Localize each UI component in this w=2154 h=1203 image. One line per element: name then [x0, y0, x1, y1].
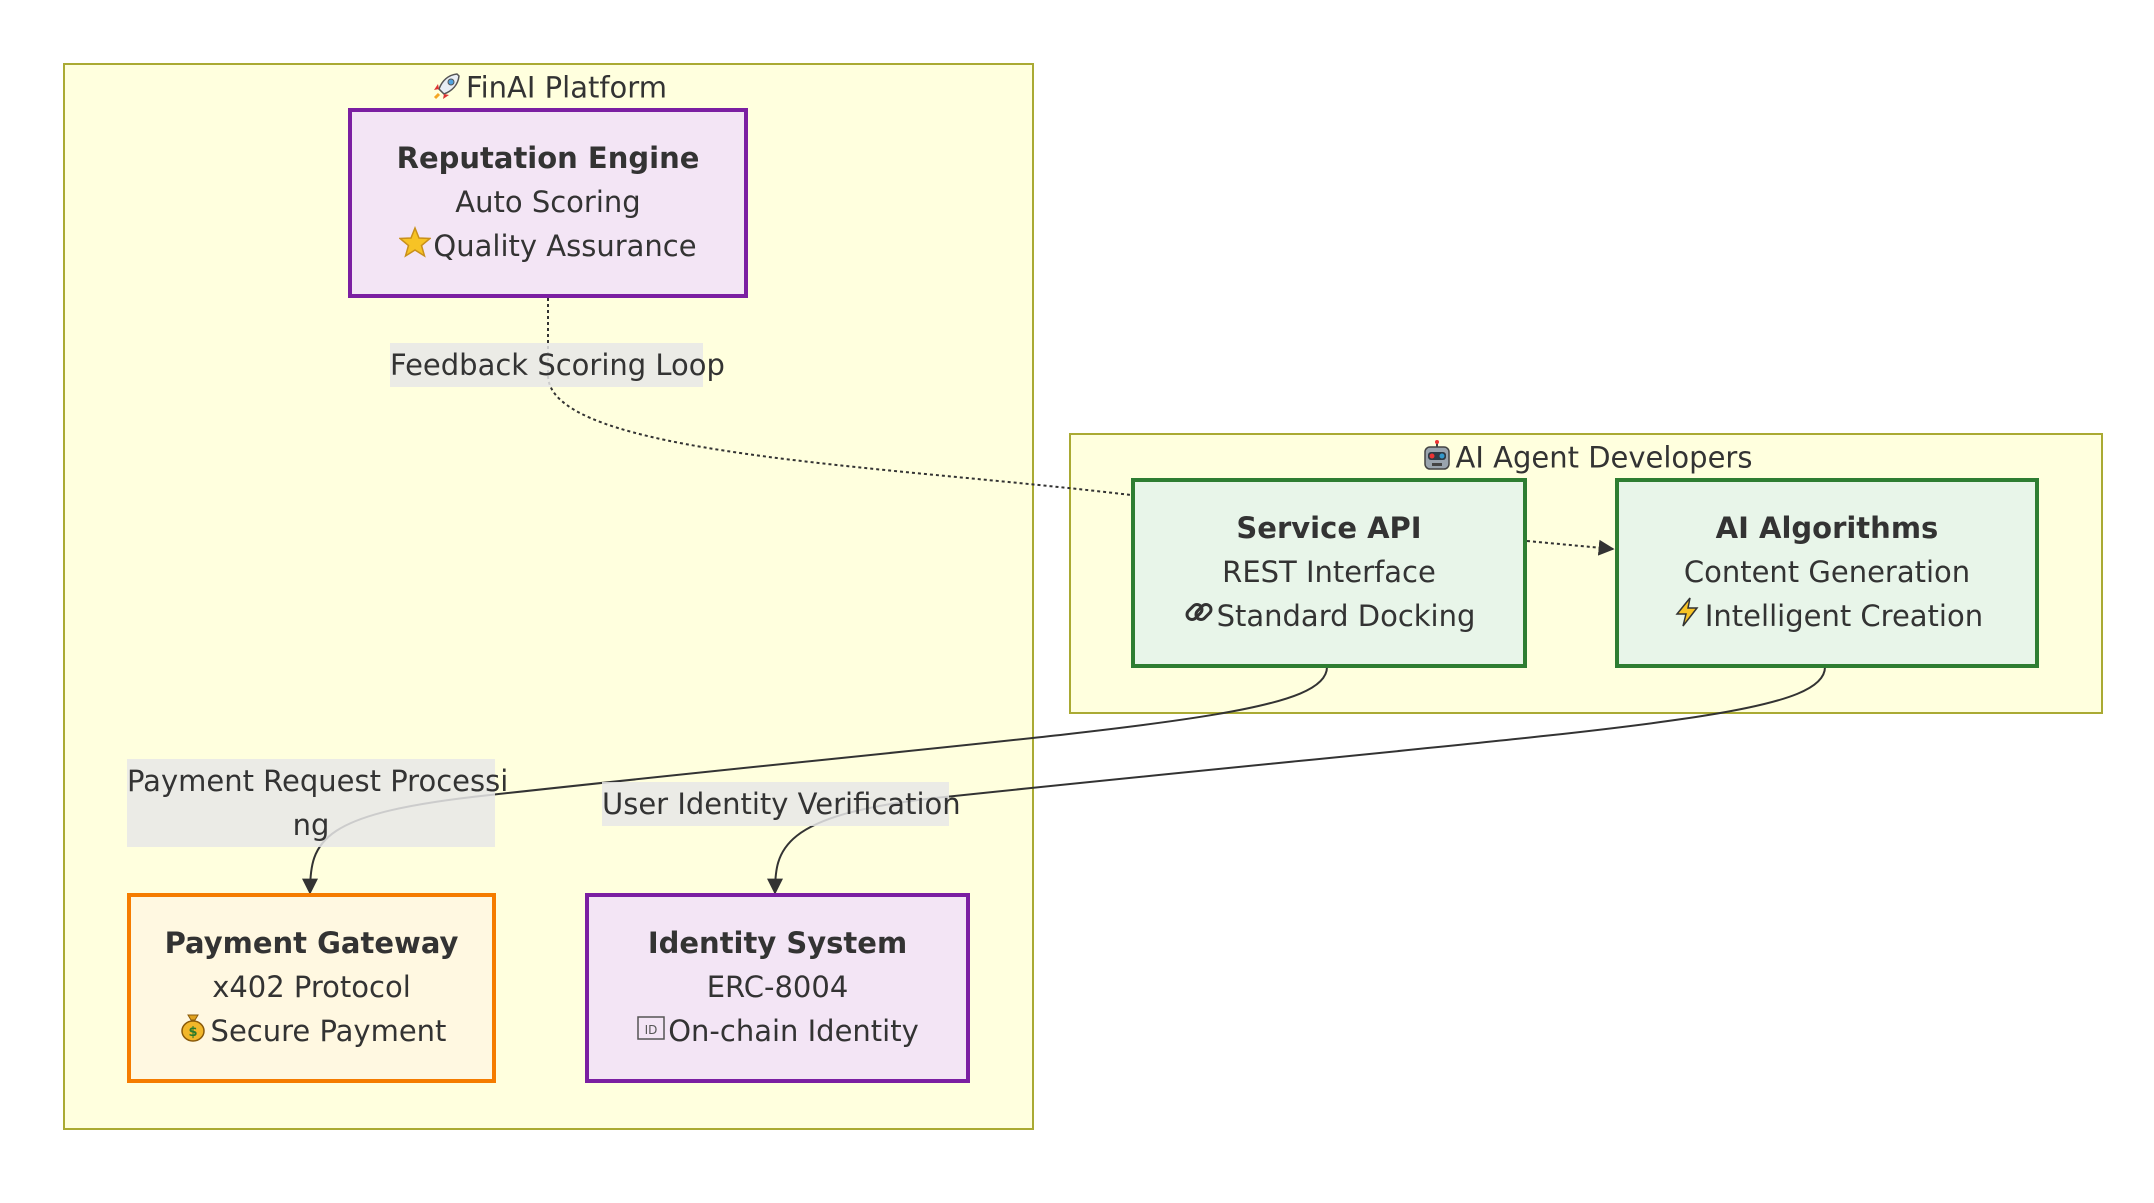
cluster-title-ai-agent-developers: AI Agent Developers: [1071, 439, 2101, 480]
node-subtitle: Auto Scoring: [455, 185, 641, 219]
node-title: Reputation Engine: [396, 141, 700, 175]
node-detail-text: Intelligent Creation: [1704, 599, 1984, 633]
node-title: AI Algorithms: [1715, 511, 1939, 545]
cluster-title-finai-platform: FinAI Platform: [65, 69, 1032, 110]
node-subtitle: ERC-8004: [706, 970, 849, 1004]
node-detail-text: Secure Payment: [210, 1014, 447, 1048]
rocket-icon: [430, 69, 464, 110]
node-detail-text: On-chain Identity: [668, 1014, 919, 1048]
node-detail: Intelligent Creation: [1671, 594, 1983, 640]
edge-user-identity-verification: [767, 666, 1826, 895]
id-icon: ID: [636, 1011, 666, 1055]
cluster-label-finai-platform: FinAI Platform: [466, 70, 667, 105]
edge-label-payment-request-processing: Payment Request Processi ng: [127, 759, 509, 847]
lightning-icon: [1671, 596, 1703, 640]
edge-label-text-line2: ng: [292, 808, 330, 842]
node-detail: $ Secure Payment: [177, 1009, 447, 1055]
edge-service-to-algorithms: [1526, 539, 1615, 556]
star-icon: [398, 225, 433, 270]
node-subtitle: Content Generation: [1683, 555, 1971, 589]
svg-text:$: $: [188, 1025, 197, 1040]
node-detail: Standard Docking: [1183, 594, 1476, 640]
edge-label-text-line1: Payment Request Processi: [127, 764, 509, 798]
node-detail: ID On-chain Identity: [636, 1009, 919, 1055]
edge-label-text: User Identity Verification: [602, 787, 961, 821]
cluster-label-ai-agent-developers: AI Agent Developers: [1455, 440, 1753, 475]
svg-text:ID: ID: [645, 1023, 658, 1037]
node-title: Service API: [1236, 511, 1422, 545]
money-bag-icon: $: [177, 1011, 209, 1055]
node-identity-system[interactable]: Identity System ERC-8004 ID On-chain Ide…: [585, 893, 970, 1083]
node-payment-gateway[interactable]: Payment Gateway x402 Protocol $ Secure P…: [127, 893, 496, 1083]
edge-feedback-scoring-loop: [547, 298, 1132, 496]
node-title: Payment Gateway: [164, 926, 459, 960]
node-reputation-engine[interactable]: Reputation Engine Auto Scoring Quality A…: [348, 108, 748, 298]
link-icon: [1183, 596, 1215, 640]
node-subtitle: x402 Protocol: [212, 970, 411, 1004]
edge-label-feedback-scoring-loop: Feedback Scoring Loop: [390, 343, 725, 387]
node-detail-text: Standard Docking: [1216, 599, 1476, 633]
node-detail: Quality Assurance: [398, 224, 697, 270]
node-subtitle: REST Interface: [1222, 555, 1436, 589]
edge-label-user-identity-verification: User Identity Verification: [602, 782, 961, 826]
edge-label-text: Feedback Scoring Loop: [390, 348, 725, 382]
node-detail-text: Quality Assurance: [433, 229, 697, 263]
robot-icon: [1420, 439, 1454, 480]
node-title: Identity System: [647, 926, 908, 960]
node-service-api[interactable]: Service API REST Interface Standard Dock…: [1131, 478, 1527, 668]
node-ai-algorithms[interactable]: AI Algorithms Content Generation Intelli…: [1615, 478, 2039, 668]
